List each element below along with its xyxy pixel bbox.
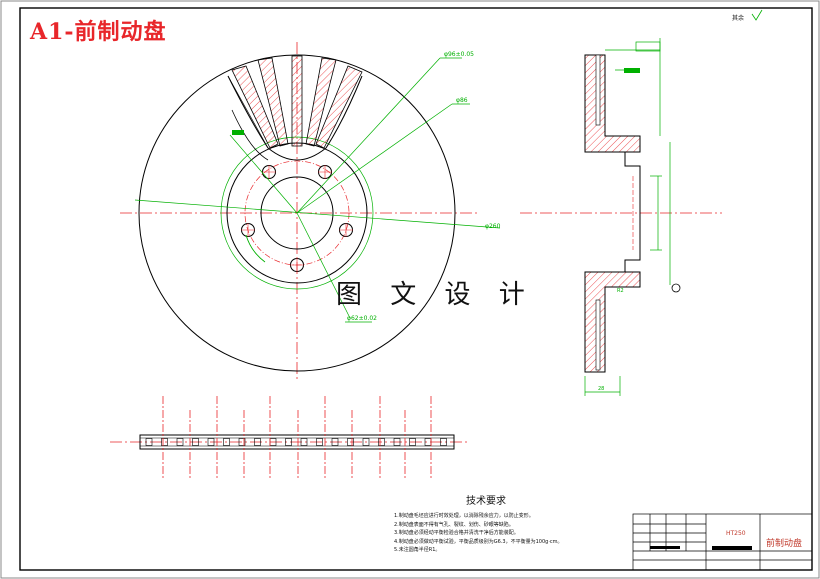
rib-slot — [285, 438, 292, 446]
center-bore-circle — [260, 176, 334, 250]
requirements-title: 技术要求 — [466, 496, 506, 507]
rib-slot — [223, 438, 230, 446]
requirement-item: 3.制动盘必须经动平衡检验合格并清洗干净后方能装配。 — [394, 530, 519, 536]
rib-slot — [300, 438, 308, 446]
watermark-caption: 图 文 设 计 — [336, 280, 535, 310]
requirements-list: 1.制动盘毛坯应进行时效处理，以消除残余应力，以防止变形。 2.制动盘表面不得有… — [394, 512, 563, 555]
title-block-material: HT250 — [726, 530, 746, 537]
rib-slot — [409, 438, 416, 446]
rib-slot — [254, 438, 261, 446]
section-lower-flange — [584, 271, 641, 373]
rib-slot — [440, 438, 447, 446]
requirement-item: 2.制动盘表面不得有气孔、裂纹、划伤、砂眼等缺陷。 — [394, 521, 514, 528]
svg-text:φ260: φ260 — [485, 223, 501, 230]
svg-text:φ86: φ86 — [456, 97, 468, 104]
bolt-holes — [241, 165, 353, 272]
disc-outer-circle — [138, 54, 456, 372]
requirement-item: 5.未注圆角半径R1。 — [394, 547, 441, 553]
rib-developed-view — [110, 396, 470, 478]
rib-slot — [393, 438, 401, 446]
front-view: φ96±0.05 φ86 φ260 φ62±0.02 — [120, 42, 501, 382]
rib-slot — [145, 438, 153, 446]
svg-text:28: 28 — [598, 386, 604, 392]
drawing-title-stamp: A1-前制动盘 — [30, 19, 167, 45]
front-dimension-leaders — [134, 57, 501, 323]
vent-rib-section — [227, 55, 363, 161]
front-dimension-values: φ96±0.05 φ86 φ260 φ62±0.02 — [232, 51, 501, 322]
rib-slot — [362, 438, 370, 446]
roughness-note: 其余 — [732, 15, 745, 22]
rib-slot — [347, 438, 354, 446]
section-view: 28 R2 — [520, 38, 722, 396]
requirement-item: 1.制动盘毛坯应进行时效处理，以消除残余应力，以防止变形。 — [394, 513, 534, 519]
rib-slot — [378, 438, 385, 446]
rib-slot — [176, 438, 184, 446]
svg-text:R2: R2 — [617, 288, 624, 294]
rib-slot — [316, 438, 323, 446]
rib-slot — [207, 438, 215, 446]
rib-slot — [161, 438, 168, 446]
rib-slot — [238, 438, 246, 446]
requirement-item: 4.制动盘必须做动平衡试验，平衡品质级别为G6.3，不平衡量为100g·cm。 — [394, 538, 563, 545]
drawing-frame — [19, 7, 813, 571]
svg-text:φ62±0.02: φ62±0.02 — [347, 315, 377, 322]
rib-slot — [331, 438, 339, 446]
title-block — [632, 513, 813, 571]
section-dimension-lines — [584, 38, 671, 396]
title-block-part-name: 前制动盘 — [766, 539, 803, 549]
svg-text:φ96±0.05: φ96±0.05 — [444, 51, 474, 58]
rib-slot — [192, 438, 199, 446]
